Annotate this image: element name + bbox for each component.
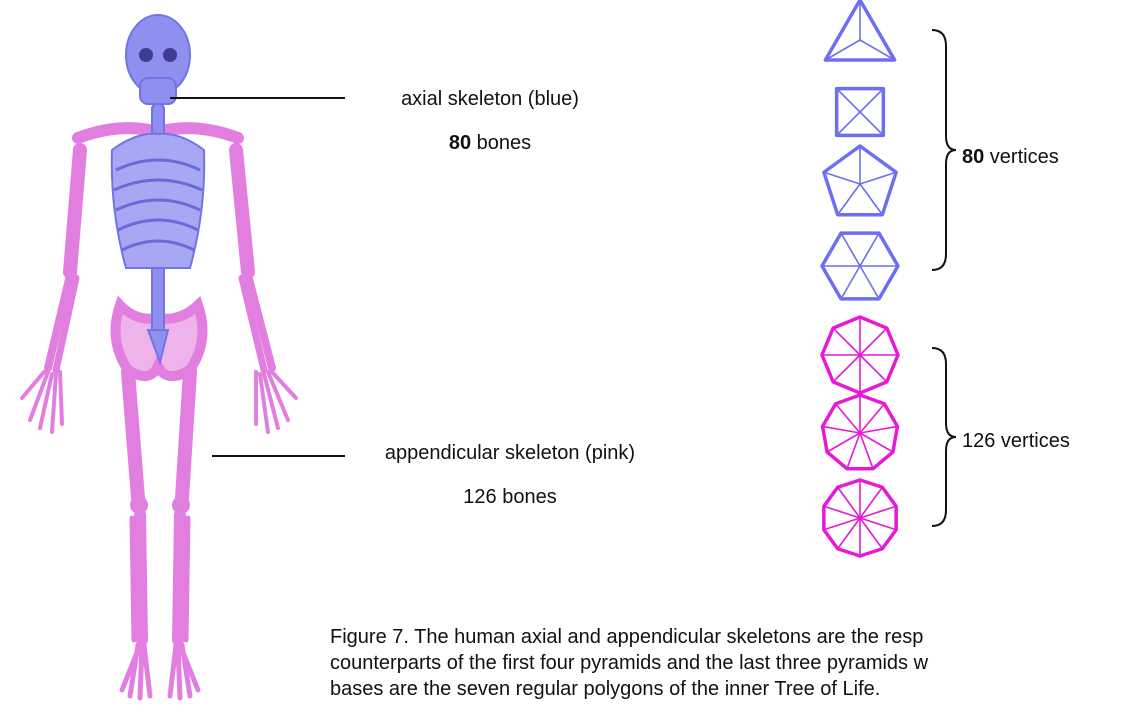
hexagon-polygon [822, 233, 898, 299]
axial-vertices-label: 80 vertices [962, 146, 1059, 169]
axial-brace [932, 30, 956, 270]
nonagon-polygon [823, 395, 898, 469]
axial-vertices-unit: vertices [984, 146, 1058, 168]
figure-caption: Figure 7. The human axial and appendicul… [330, 624, 1122, 702]
triangle-polygon [825, 0, 894, 60]
square-polygon [837, 89, 884, 136]
appendicular-brace [932, 348, 956, 526]
decagon-polygon [824, 480, 896, 556]
caption-line-1: Figure 7. The human axial and appendicul… [330, 624, 1122, 650]
appendicular-vertices-label: 126 vertices [962, 430, 1070, 453]
caption-line-3: bases are the seven regular polygons of … [330, 676, 1122, 702]
axial-vertices-number: 80 [962, 146, 984, 168]
appendicular-vertices-text: 126 vertices [962, 430, 1070, 452]
caption-line-2: counterparts of the first four pyramids … [330, 650, 1122, 676]
octagon-polygon [822, 317, 898, 393]
pentagon-polygon [824, 146, 896, 215]
